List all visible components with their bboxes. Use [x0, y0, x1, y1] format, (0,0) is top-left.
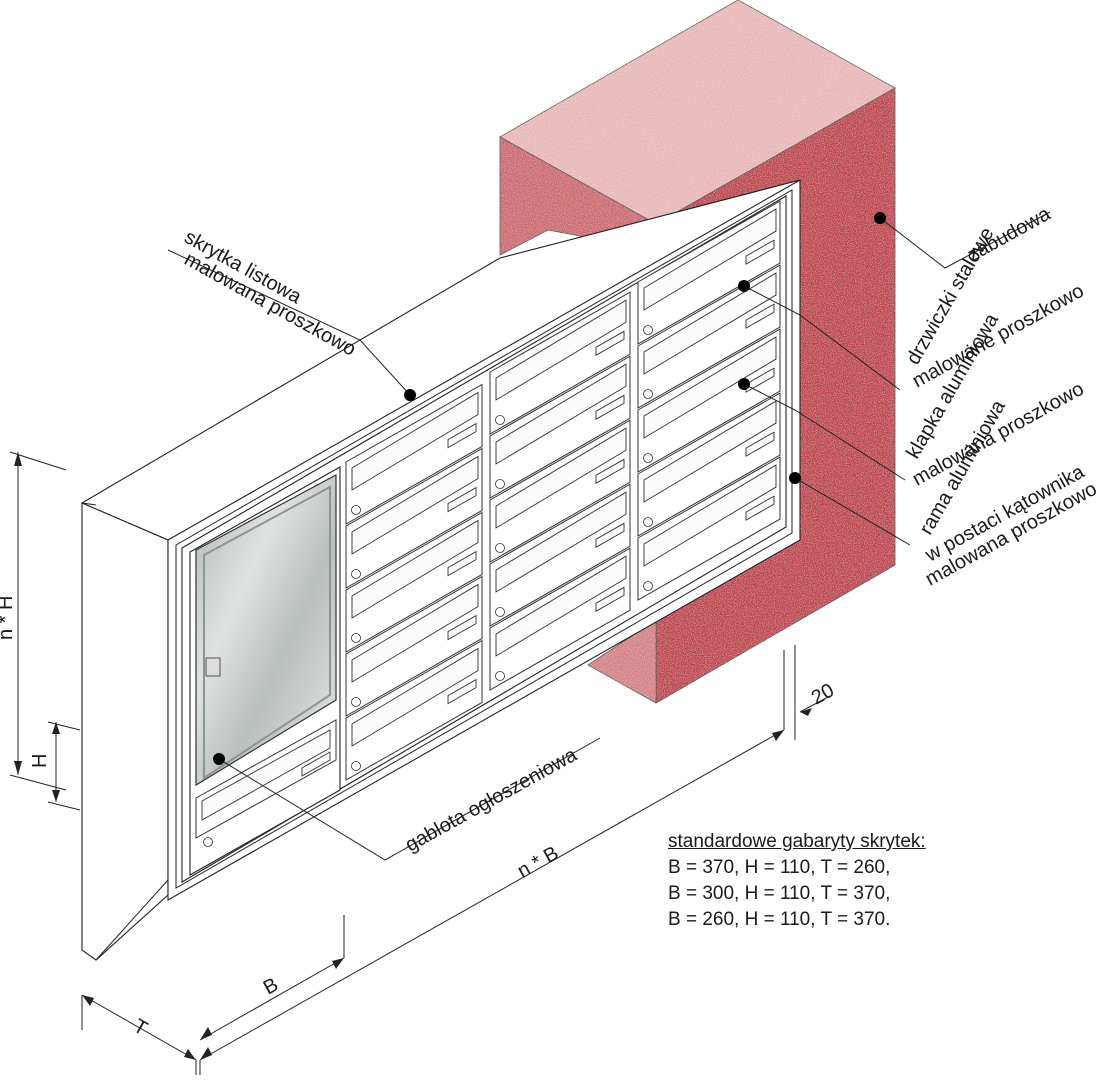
spec-line: B = 260, H = 110, T = 370. — [668, 909, 891, 930]
leader-lines — [167, 211, 1051, 861]
mail-flap — [643, 336, 777, 439]
name-slot — [595, 586, 625, 613]
mail-flap — [495, 491, 627, 593]
mail-flap — [643, 208, 777, 311]
mail-flap — [351, 647, 479, 747]
lock-icon — [495, 607, 505, 617]
lock-icon — [495, 543, 505, 553]
mail-flap — [351, 583, 479, 683]
spec-title: standardowe gabaryty skrytek: — [668, 831, 926, 852]
name-slot — [447, 550, 477, 577]
lock-icon — [643, 517, 653, 527]
lock-icon — [643, 581, 653, 591]
lock-icon — [351, 761, 361, 771]
lock-icon — [351, 633, 361, 643]
mail-flap — [643, 400, 777, 503]
dimension-lines — [9, 451, 831, 1075]
lock-icon — [643, 453, 653, 463]
spec-block: standardowe gabaryty skrytek: B = 370, H… — [668, 829, 926, 933]
mail-flap — [351, 455, 479, 555]
dim-nB-label: n * B — [514, 842, 563, 882]
lock-icon — [495, 415, 505, 425]
mail-flap — [495, 427, 627, 529]
name-slot — [301, 751, 331, 777]
dim-T-label: T — [130, 1015, 151, 1040]
name-slot — [447, 486, 477, 513]
name-slot — [745, 431, 775, 457]
mail-flap — [351, 391, 479, 491]
lock-icon — [495, 671, 505, 681]
name-slot — [447, 422, 477, 449]
label-gablota: gablota ogłoszeniowa — [402, 743, 582, 856]
mail-flap — [643, 272, 777, 375]
box-left-side — [81, 502, 169, 961]
lock-icon — [643, 389, 653, 399]
name-slot — [595, 330, 625, 357]
dim-20-label: 20 — [808, 679, 838, 709]
lock-icon — [351, 569, 361, 579]
enclosure — [499, 0, 896, 704]
name-slot — [745, 495, 775, 521]
lock-icon — [203, 837, 213, 847]
lock-icon — [351, 505, 361, 515]
name-slot — [745, 239, 775, 265]
name-slot — [745, 303, 775, 329]
name-slot — [447, 678, 477, 705]
mail-flap — [351, 519, 479, 619]
mail-flap — [495, 555, 627, 657]
name-slot — [595, 394, 625, 421]
name-slot — [595, 458, 625, 485]
dim-H-label: H — [29, 754, 51, 768]
mail-flap — [201, 729, 331, 821]
dim-nH-label: n * H — [0, 596, 17, 640]
dimension-arrows — [14, 452, 812, 1060]
lock-icon — [495, 479, 505, 489]
notice-board-glass — [195, 473, 337, 787]
mail-flap — [495, 299, 627, 401]
name-slot — [595, 522, 625, 549]
lock-icon — [351, 697, 361, 707]
mail-flap — [495, 363, 627, 465]
lock-icon — [643, 325, 653, 335]
spec-line: B = 370, H = 110, T = 260, — [668, 857, 891, 878]
mailbox-doors — [195, 200, 781, 847]
spec-line: B = 300, H = 110, T = 370, — [668, 883, 891, 904]
leader-dots — [213, 212, 886, 765]
name-slot — [447, 614, 477, 641]
label-skrytka-2: malowana proszkowo — [181, 248, 360, 360]
mail-flap — [643, 464, 777, 567]
